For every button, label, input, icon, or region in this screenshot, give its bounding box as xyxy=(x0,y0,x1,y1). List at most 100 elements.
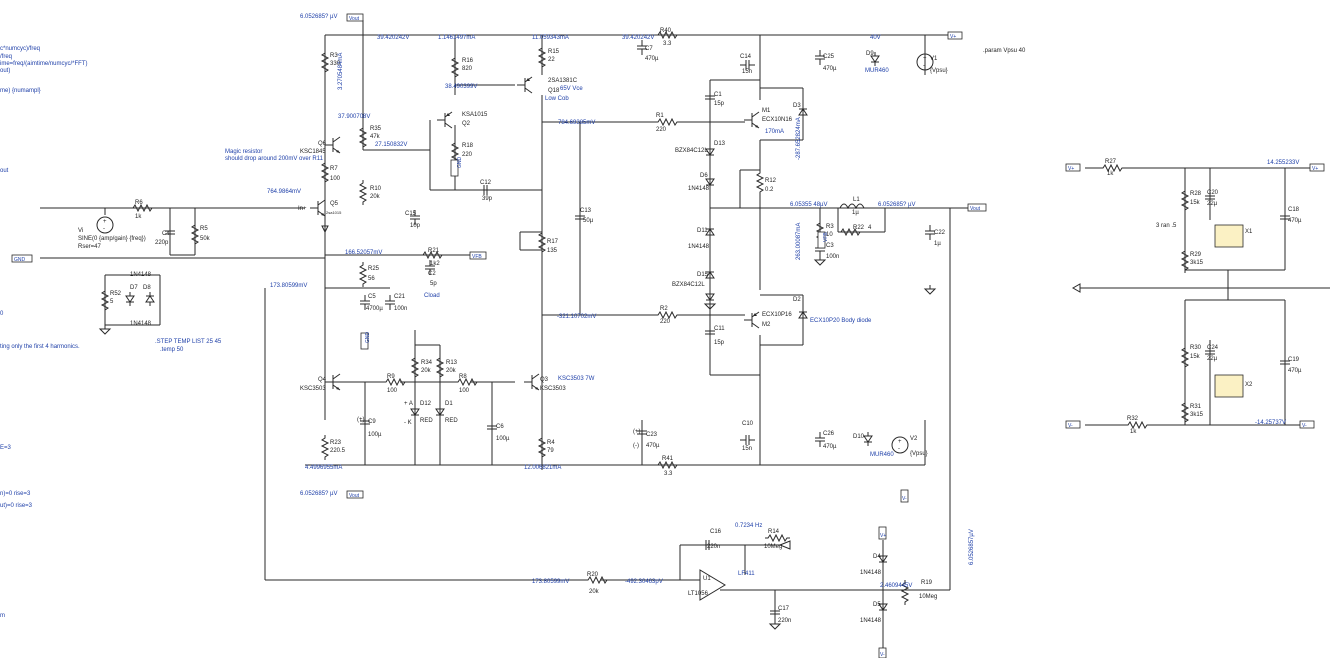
note-cload: Cload xyxy=(424,293,440,299)
value-r40: 3.3 xyxy=(663,41,672,47)
net-i-m2: 263.00087mA xyxy=(796,223,802,260)
value-r21: 1k2 xyxy=(430,261,440,267)
value-r14: 10Meg xyxy=(764,544,782,550)
label-r10: R10 xyxy=(370,186,382,192)
label-q3: Q3 xyxy=(540,377,549,383)
value-c16: 220n xyxy=(707,544,720,550)
label-r32: R32 xyxy=(1127,416,1139,422)
net-v-psu: 40V xyxy=(870,35,881,41)
label-c7: C7 xyxy=(645,46,653,52)
label-d11: D11 xyxy=(697,228,708,234)
label-d5: D5 xyxy=(873,602,881,608)
value-r3b: 10 xyxy=(826,232,833,238)
value-r28: 15k xyxy=(1190,200,1201,206)
label-c26: C26 xyxy=(823,431,835,437)
flag-vminus-v2: V- xyxy=(902,496,907,502)
net-vout-bottom: 6.052685? µV xyxy=(300,491,338,497)
directive-line: ime=freq/(aimtime/numcyc/*FFT) xyxy=(0,61,88,67)
value-r41: 3.3 xyxy=(664,471,673,477)
value-c18: 470µ xyxy=(1288,218,1302,224)
value-m1: ECX10N16 xyxy=(762,117,793,123)
value-r31: 3k15 xyxy=(1190,412,1204,418)
trim-note: 3 ran .5 xyxy=(1156,223,1177,229)
label-c21: C21 xyxy=(394,294,406,300)
value-r6: 1k xyxy=(135,214,142,220)
label-c3: C3 xyxy=(826,243,834,249)
value-c15: 10p xyxy=(410,223,421,229)
directive-line: me) {numampl} xyxy=(0,88,41,94)
label-c16: C16 xyxy=(710,529,722,535)
label-d13: D13 xyxy=(714,141,726,147)
value-r13: 20k xyxy=(446,368,457,374)
value-d1: RED xyxy=(445,418,458,424)
value-r30: 15k xyxy=(1190,354,1201,360)
net-v-m1: -287.652824mA xyxy=(796,117,802,160)
label-c18: C18 xyxy=(1288,207,1300,213)
label-d7-d8: D7 xyxy=(130,285,138,291)
directive-line: out xyxy=(0,168,9,174)
param-directive: .param Vpsu 40 xyxy=(983,48,1026,54)
flag-gnd-q2: GND xyxy=(457,157,463,169)
value-r12: 0.2 xyxy=(765,187,774,193)
pin-minus-c23: (-) xyxy=(633,443,639,449)
value-r5: 50k xyxy=(200,236,211,242)
directive-line: n)=0 rise=3 xyxy=(0,491,31,497)
flag-vplus-reg: V+ xyxy=(1068,166,1074,172)
value-r9: 100 xyxy=(387,388,398,394)
label-r23: R23 xyxy=(330,440,342,446)
label-r25: R25 xyxy=(368,266,380,272)
net-v-fb: 173.80599mV xyxy=(270,283,307,289)
directive-line: E=3 xyxy=(0,445,12,451)
label-r29: R29 xyxy=(1190,252,1202,258)
value-c22: 1µ xyxy=(934,241,941,247)
directive-line: 0 xyxy=(0,311,4,317)
net-v-m2g: -321.10702mV xyxy=(557,314,596,320)
directive-line: m xyxy=(0,613,5,619)
value-r8: 100 xyxy=(459,388,470,394)
value-c19: 470µ xyxy=(1288,368,1302,374)
label-r21: R21 xyxy=(428,248,440,254)
label-vi: Vi xyxy=(78,228,83,234)
pin-plus-c9: (+) xyxy=(357,417,365,423)
flag-vplus: V+ xyxy=(950,34,956,40)
value-c26: 470µ xyxy=(823,444,837,450)
value-c11: 15p xyxy=(714,340,725,346)
label-u1: U1 xyxy=(703,576,711,582)
value-d5: 1N4148 xyxy=(860,618,882,624)
value-r23: 220.5 xyxy=(330,448,346,454)
label-r28: R28 xyxy=(1190,191,1202,197)
label-c25: C25 xyxy=(823,54,835,60)
value-v1: {Vpsu} xyxy=(930,68,948,74)
flag-vfb: VFB xyxy=(472,254,482,260)
value-q6: KSC1845 xyxy=(300,149,326,155)
note-q18-cob: Low Cob xyxy=(545,96,569,102)
net-v-vert: 6.0526857µV xyxy=(969,529,975,565)
value-d13: BZX84C12L xyxy=(675,148,708,154)
label-r13: R13 xyxy=(446,360,458,366)
note-q3-7w: KSC3503 7W xyxy=(558,376,595,382)
value-c2: 5p xyxy=(430,281,437,287)
value-d9: MUR460 xyxy=(865,68,889,74)
label-q2: Q2 xyxy=(462,121,471,127)
note-u1-lf411: LF411 xyxy=(738,571,755,577)
label-d10: D10 xyxy=(853,434,865,440)
flag-vminus-reg: V- xyxy=(1068,423,1073,429)
value-r32: 1k xyxy=(1130,429,1137,435)
flag-vfb-2: VFB xyxy=(823,232,829,242)
label-c20: C20 xyxy=(1207,190,1219,196)
value-r16: 820 xyxy=(462,66,473,72)
value-r19: 10Meg xyxy=(919,594,937,600)
directive-line: ting only the first 4 harmonics. xyxy=(0,344,80,350)
flag-gnd-left: GND xyxy=(14,257,26,263)
label-d2: D2 xyxy=(793,297,801,303)
pin-plus-c23: (+) xyxy=(633,429,641,435)
flag-vminus-d5: V- xyxy=(880,652,885,658)
label-m2: M2 xyxy=(762,322,771,328)
flag-vout-top: Vout xyxy=(349,16,360,22)
label-r27: R27 xyxy=(1105,159,1117,165)
value-d11: 1N4148 xyxy=(688,244,710,250)
value-r34: 20k xyxy=(421,368,432,374)
flag-gnd-c5: GND xyxy=(365,332,371,344)
label-d6: D6 xyxy=(700,173,708,179)
